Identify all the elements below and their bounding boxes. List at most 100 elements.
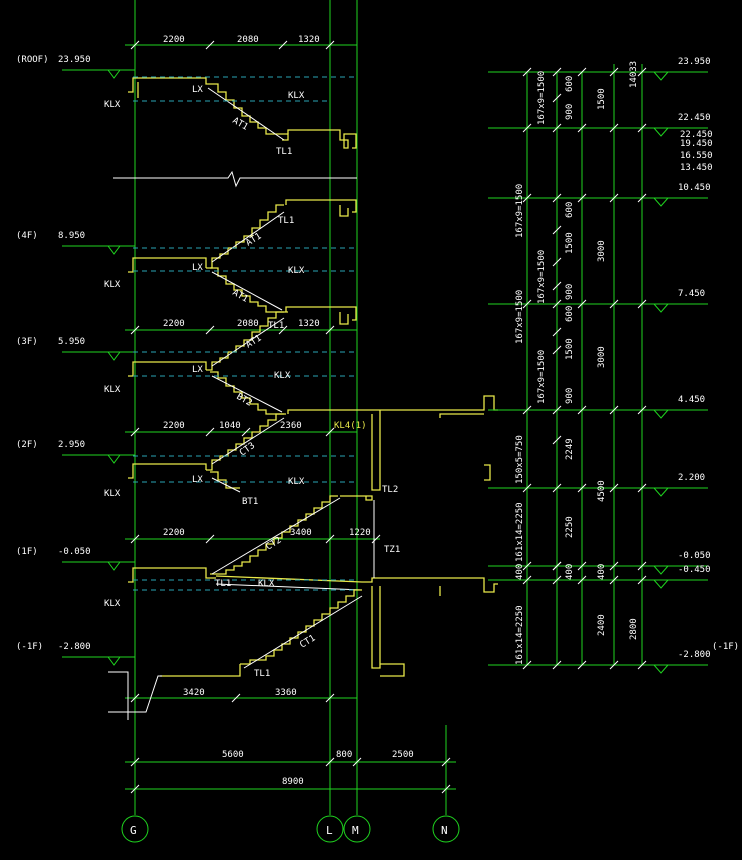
right-level-tag: (-1F)	[712, 642, 739, 652]
4f-at1-up: AT1	[244, 231, 263, 248]
roof-stair: KLX LX KLX AT1 TL1	[104, 76, 357, 157]
rd-c2-1: 900	[565, 104, 575, 120]
4f-stair: KLX LX KLX TL1 AT1 AT1	[104, 199, 357, 313]
level-marker-left-3: (2F)2.950	[16, 440, 135, 464]
level-elev-right-7: -0.450	[678, 565, 711, 575]
dim-1f-2: 3400	[290, 528, 312, 538]
level-marker-left-5: (-1F) -2.800	[16, 642, 135, 666]
2f-bt1: BT1	[242, 497, 258, 507]
level-marker-right-4: 4.450	[653, 395, 708, 419]
1f-klx-2: KLX	[258, 579, 275, 589]
rd-c4-0: 14033	[629, 61, 639, 88]
rd-c1-7: 161x14=2250	[515, 605, 525, 665]
dim-2f-2: 1040	[219, 421, 241, 431]
right-horizontal-lines	[488, 71, 680, 666]
roof-klx-2: KLX	[288, 91, 305, 101]
dim-b1-1: 3420	[183, 688, 205, 698]
rd-c4-1: 2800	[629, 618, 639, 640]
b1-tl1: TL1	[254, 669, 270, 679]
level-elev-left-0: 23.950	[58, 55, 91, 65]
axis-label-m: M	[352, 824, 359, 837]
roof-at1: AT1	[231, 116, 250, 133]
level-elev-left-2: 5.950	[58, 337, 85, 347]
3f-lx: LX	[192, 365, 203, 375]
rd-c3-1: 3000	[597, 240, 607, 262]
break-line	[113, 170, 357, 188]
level-marker-right-8: -2.800	[653, 650, 711, 674]
level-tag-left-4: (1F)	[16, 547, 38, 557]
level-tag-left-1: (4F)	[16, 231, 38, 241]
rd-c1-3: 167x9=1500	[515, 290, 525, 344]
dim-bottom-1: 5600	[222, 750, 244, 760]
4f-lx: LX	[192, 263, 203, 273]
dim-1f-1: 2200	[163, 528, 185, 538]
3f-klx-2: KLX	[274, 371, 291, 381]
level-marker-left-0: (ROOF) 23.950	[16, 55, 135, 79]
level-tag-left-3: (2F)	[16, 440, 38, 450]
roof-klx: KLX	[104, 100, 121, 110]
elevation-stack: 22.450 19.450 16.550 13.450	[680, 130, 713, 173]
dims-b1: 3420 3360	[125, 688, 357, 703]
level-elev-right-0: 23.950	[678, 57, 711, 67]
rd-c1-0: 167x9=1500	[537, 71, 547, 125]
dims-2f: 2200 1040 2360	[125, 421, 357, 437]
2f-klx: KLX	[104, 489, 121, 499]
b1-ct1: CT1	[298, 633, 317, 650]
4f-klx-2: KLX	[288, 266, 305, 276]
b1-stair: TL1 CT1	[108, 589, 405, 720]
dim-b1-2: 3360	[275, 688, 297, 698]
elev-stack-1: 19.450	[680, 139, 713, 149]
level-elev-right-6: -0.050	[678, 551, 711, 561]
level-marker-left-4: (1F)-0.050	[16, 547, 135, 571]
level-tag-left-2: (3F)	[16, 337, 38, 347]
dims-3f: 2200 2080 1320	[125, 319, 357, 335]
level-elev-left-1: 8.950	[58, 231, 85, 241]
rd-c2-7: 900	[565, 388, 575, 404]
bottom-dimensions: 5600 800 2500 8900	[125, 750, 456, 794]
right-level-markers: 23.950 22.450 10.450 7.450 4.450 2.200 -0.050 -…	[653, 57, 711, 674]
level-elev-right-5: 2.200	[678, 473, 705, 483]
rd-c3-3: 4500	[597, 480, 607, 502]
axis-bubble-g: G	[121, 815, 149, 843]
rd-c3-2: 3000	[597, 346, 607, 368]
elev-stack-3: 13.450	[680, 163, 713, 173]
dim-2f-3: 2360	[280, 421, 302, 431]
level-marker-left-1: (4F) 8.950	[16, 231, 135, 255]
level-marker-right-1: 22.450	[653, 113, 711, 137]
level-tag-left-5: (-1F)	[16, 642, 43, 652]
3f-tl1: TL1	[268, 321, 284, 331]
3f-bt2: BT2	[235, 392, 254, 409]
level-marker-right-3: 7.450	[653, 289, 708, 313]
roof-lx: LX	[192, 85, 203, 95]
rd-c3-4: 400	[597, 564, 607, 580]
level-elev-left-5: -2.800	[58, 642, 91, 652]
level-marker-left-2: (3F) 5.950	[16, 337, 135, 361]
rd-c2-5: 600	[565, 306, 575, 322]
dim-bottom-2: 800	[336, 750, 352, 760]
dim-3f-2: 2080	[237, 319, 259, 329]
dim-2f-1: 2200	[163, 421, 185, 431]
dim-bottom-3: 2500	[392, 750, 414, 760]
rd-c1-5: 150x5=750	[515, 435, 525, 484]
rd-c2-9: 2250	[565, 516, 575, 538]
2f-lx: LX	[192, 475, 203, 485]
level-marker-right-6: -0.050	[653, 551, 711, 575]
rd-c2-8: 2249	[565, 438, 575, 460]
axis-grid-lines	[134, 0, 447, 815]
2f-kl4: KL4(1)	[334, 421, 367, 431]
dim-3f-3: 1320	[298, 319, 320, 329]
2f-stair: KLX LX KLX KL4(1) TL2 BT1 CT3	[104, 395, 498, 507]
rd-c2-10: 400	[515, 564, 525, 580]
level-elev-right-2: 10.450	[678, 183, 711, 193]
level-marker-right-7: -0.450	[653, 565, 711, 589]
dim-roof-1: 2200	[163, 35, 185, 45]
axis-bubble-m: M	[343, 815, 371, 843]
rd-c1-4: 167x9=1500	[537, 350, 547, 404]
rd-c1-2: 167x9=1500	[537, 250, 547, 304]
rd-c2-6: 1500	[565, 338, 575, 360]
level-tag-left-0: (ROOF)	[16, 55, 49, 65]
axis-label-g: G	[130, 824, 137, 837]
dims-roof: 2200 2080 1320	[125, 35, 357, 50]
